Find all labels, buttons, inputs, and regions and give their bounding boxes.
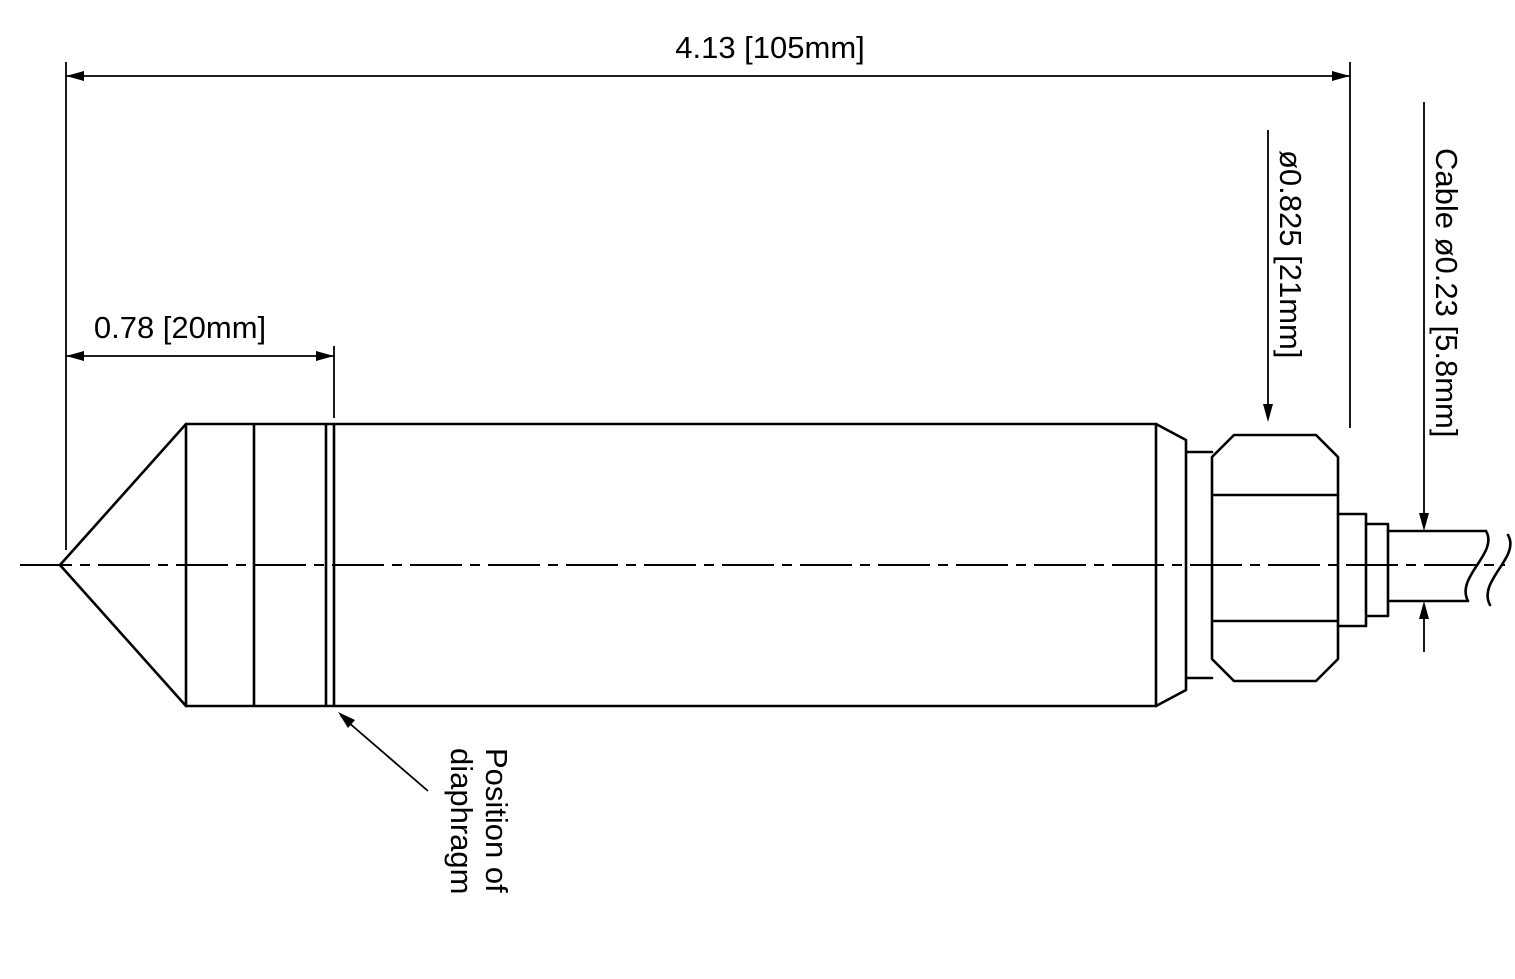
rear-chamfer [1154,422,1214,708]
tip-length-label: 0.78 [20mm] [94,310,266,345]
dimension-cable-diameter: Cable ø0.23 [5.8mm] [1419,102,1464,652]
arrowhead-up-icon [1419,601,1429,619]
arrowhead-down-icon [1419,513,1429,531]
arrowhead-left-icon [66,71,84,81]
arrowhead-right-icon [316,351,334,361]
cable-diameter-label: Cable ø0.23 [5.8mm] [1429,148,1464,437]
dimension-overall-length: 4.13 [105mm] [65,30,1351,550]
overall-length-label: 4.13 [105mm] [675,30,865,65]
dimension-tip-length: 0.78 [20mm] [66,310,335,418]
cable [1386,529,1512,607]
leader-line [340,715,429,792]
dimension-body-diameter: ø0.825 [21mm] [1263,130,1308,422]
arrowhead-icon [338,712,355,728]
arrowhead-left-icon [66,351,84,361]
leader-position-of-diaphragm: Position of diaphragm [338,712,514,894]
diaphragm-note-line1: Position of [479,748,514,893]
cable-gland [1336,512,1390,628]
arrowhead-right-icon [1332,71,1350,81]
body-diameter-label: ø0.825 [21mm] [1273,150,1308,358]
sensor-outline [58,422,1512,708]
body-tube [184,422,1158,708]
diaphragm-note-line2: diaphragm [444,748,479,894]
cone-tip [58,422,188,708]
hex-nut [1210,433,1340,683]
arrowhead-down-icon [1263,404,1273,422]
